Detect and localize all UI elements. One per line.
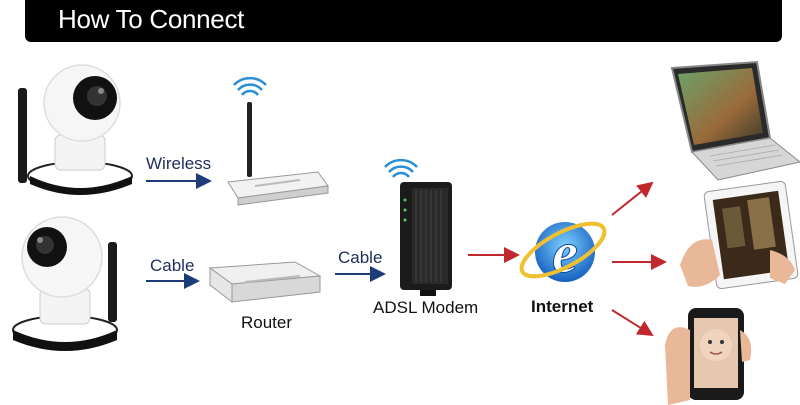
page-title: How To Connect bbox=[58, 4, 245, 34]
wireless-router-icon bbox=[227, 76, 329, 206]
laptop-icon bbox=[670, 60, 800, 181]
label-cable-mid: Cable bbox=[338, 248, 383, 267]
label-adsl-modem: ADSL Modem bbox=[373, 298, 479, 317]
ip-camera-top-icon bbox=[18, 64, 133, 195]
tablet-icon bbox=[680, 180, 799, 290]
internet-explorer-icon: e bbox=[519, 220, 607, 286]
label-cable-left: Cable bbox=[150, 256, 195, 275]
ip-camera-bottom-icon bbox=[12, 216, 118, 351]
router-icon bbox=[208, 261, 322, 304]
arrow-internet-laptop bbox=[611, 181, 654, 216]
adsl-modem-icon bbox=[384, 158, 452, 296]
title-bar: How To Connect bbox=[25, 0, 782, 42]
label-router: Router bbox=[241, 313, 293, 332]
arrow-internet-phone bbox=[611, 309, 654, 337]
label-internet: Internet bbox=[531, 297, 594, 316]
label-wireless: Wireless bbox=[146, 154, 212, 173]
smartphone-icon bbox=[665, 308, 752, 405]
